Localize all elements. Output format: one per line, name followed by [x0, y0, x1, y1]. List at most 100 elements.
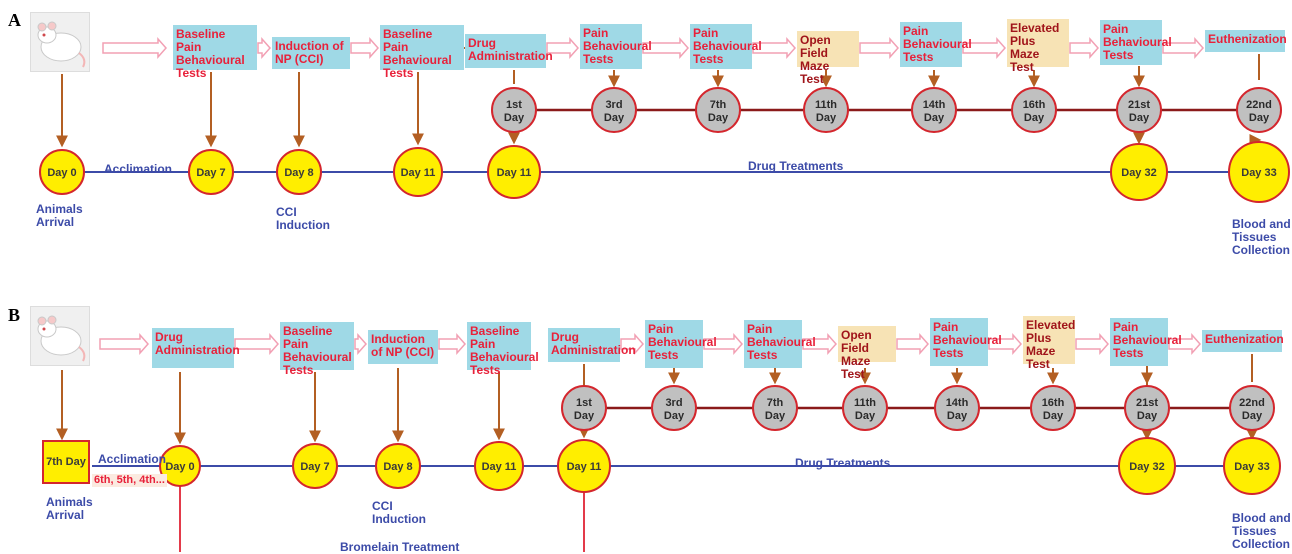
a-bottom-node-0-label: Day 0: [47, 167, 76, 179]
b-bottom-node-0: Day 0: [159, 445, 201, 487]
a-box-euthenization: Euthenization: [1205, 30, 1287, 52]
a-bottom-node-4-label: Day 11: [497, 167, 532, 179]
a-hollow-arrow-5: [642, 37, 690, 59]
b-label-animals-arrival: Animals Arrival: [46, 495, 93, 522]
a-box-open-field: Open Field Maze Test: [797, 31, 859, 86]
b-bottom-node-2: Day 8: [375, 443, 421, 489]
a-label-animals-arrival: Animals Arrival: [36, 202, 83, 229]
b-box-open-field: Open Field Maze Test: [838, 326, 896, 381]
panel-b-letter: B: [8, 305, 21, 325]
b-box-induction-np: Induction of NP (CCI): [368, 330, 438, 364]
a-hollow-arrow-4: [546, 37, 580, 59]
b-bottom-node-3: Day 11: [474, 441, 524, 491]
b-bottom-node-3-label: Day 11: [482, 461, 517, 473]
a-label-drug-treatments: Drug Treatments: [748, 159, 844, 173]
b-bottom-node-1-label: Day 7: [300, 461, 329, 473]
b-box-baseline-pain-1: Baseline Pain Behavioural Tests: [280, 322, 354, 377]
b-label-bromelain: Bromelain Treatment: [340, 540, 460, 554]
b-bottom-node-5: Day 32: [1118, 437, 1176, 495]
b-label-acclimation: Acclimation: [98, 452, 167, 466]
a-hollow-arrow-3: [350, 37, 380, 59]
a-box-pain-tests-3: Pain Behavioural Tests: [900, 22, 972, 67]
b-bottom-node-0-label: Day 0: [165, 461, 194, 473]
a-label-cci-induction: CCI Induction: [276, 205, 330, 232]
b-hollow-arrow-11: [1168, 333, 1202, 355]
b-hollow-arrow-3: [354, 333, 368, 355]
a-bottom-node-6: Day 33: [1228, 141, 1290, 203]
b-hollow-arrow-9: [988, 333, 1023, 355]
a-hollow-arrow-1: [102, 37, 168, 59]
b-hollow-arrow-8: [896, 333, 930, 355]
a-bottom-node-4: Day 11: [487, 145, 541, 199]
b-bottom-node-5-label: Day 32: [1129, 461, 1164, 473]
b-box-euthenization: Euthenization: [1202, 330, 1284, 352]
a-box-pain-tests-1: Pain Behavioural Tests: [580, 24, 652, 69]
b-hollow-arrow-10: [1075, 333, 1110, 355]
rat-image-b: [30, 306, 90, 366]
b-hollow-arrow-6: [703, 333, 744, 355]
b-box-drug-administration-1: Drug Administration: [152, 328, 240, 368]
rat-image-a: [30, 12, 90, 72]
a-hollow-arrow-10: [1162, 37, 1205, 59]
b-bottom-node-6-label: Day 33: [1234, 461, 1269, 473]
b-hollow-arrow-2: [234, 333, 280, 355]
a-bottom-node-3-label: Day 11: [401, 167, 436, 179]
b-hollow-arrow-4: [438, 333, 467, 355]
b-box-pain-tests-4: Pain Behavioural Tests: [1110, 318, 1182, 366]
a-box-elevated-plus: Elevated Plus Maze Test: [1007, 19, 1069, 74]
a-bottom-node-5: Day 32: [1110, 143, 1168, 201]
a-hollow-arrow-7: [859, 37, 900, 59]
a-hollow-arrow-6: [752, 37, 797, 59]
b-bottom-node-2-label: Day 8: [383, 461, 412, 473]
a-hollow-arrow-2: [257, 37, 272, 59]
a-box-drug-administration: Drug Administration: [465, 34, 553, 68]
b-bottom-node-1: Day 7: [292, 443, 338, 489]
b-box-pain-tests-2: Pain Behavioural Tests: [744, 320, 816, 368]
a-hollow-arrow-8: [962, 37, 1007, 59]
b-bottom-node-4: Day 11: [557, 439, 611, 493]
a-hollow-arrow-9: [1069, 37, 1100, 59]
b-hollow-arrow-1: [99, 333, 150, 355]
a-box-baseline-pain-2: Baseline Pain Behavioural Tests: [380, 25, 464, 80]
b-label-cci-induction: CCI Induction: [372, 499, 426, 526]
a-bottom-node-1: Day 7: [188, 149, 234, 195]
a-box-pain-tests-2: Pain Behavioural Tests: [690, 24, 762, 69]
a-bottom-node-6-label: Day 33: [1241, 167, 1276, 179]
b-box-pain-tests-3: Pain Behavioural Tests: [930, 318, 1002, 366]
b-box-baseline-pain-2: Baseline Pain Behavioural Tests: [467, 322, 539, 377]
a-bottom-node-1-label: Day 7: [196, 167, 225, 179]
a-bottom-node-3: Day 11: [393, 147, 443, 197]
b-label-blood-tissues: Blood and Tissues Collection: [1232, 511, 1291, 551]
panel-a-letter: A: [8, 10, 21, 30]
a-bottom-node-5-label: Day 32: [1121, 167, 1156, 179]
a-box-baseline-pain-1: Baseline Pain Behavioural Tests: [173, 25, 257, 80]
a-label-acclimation: Acclimation: [104, 162, 173, 176]
b-box-elevated-plus: Elevated Plus Maze Test: [1023, 316, 1075, 371]
